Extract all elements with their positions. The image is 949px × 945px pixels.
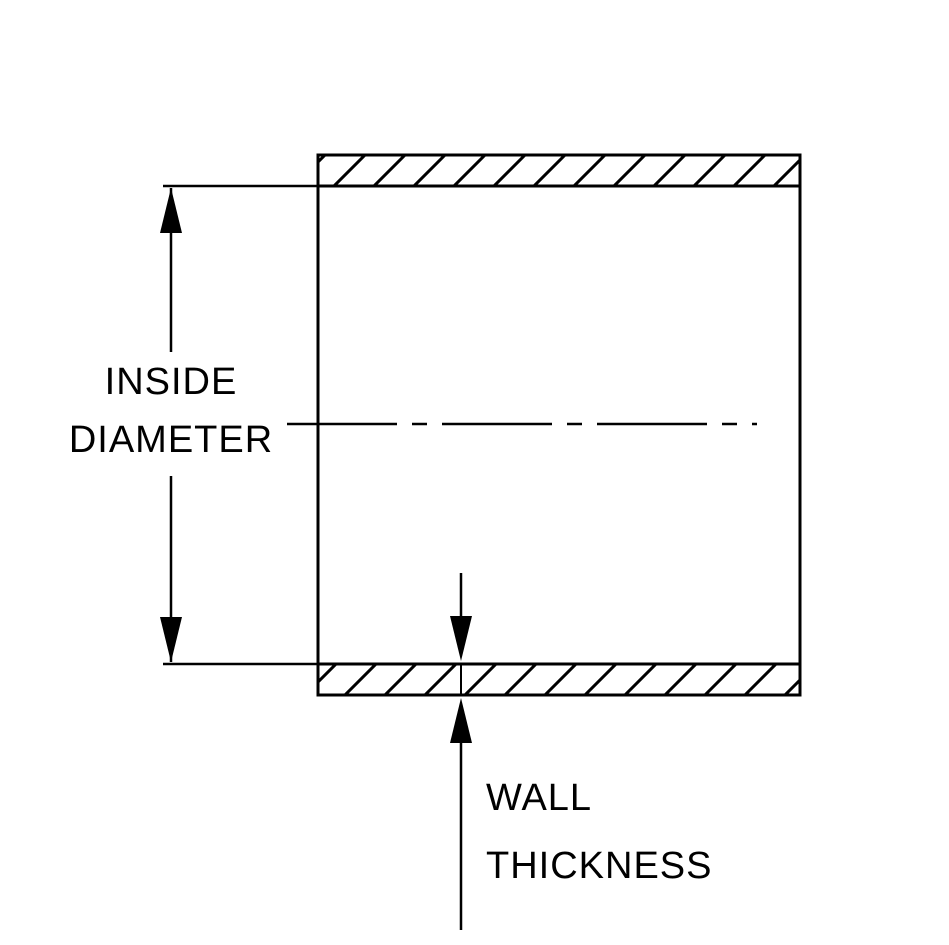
inside-diameter-label-line1: INSIDE [105,361,238,403]
wall-arrow-up-icon [450,698,472,743]
inside-diameter-label-line2: DIAMETER [69,419,273,461]
top-wall-hatch [318,155,800,186]
wall-arrow-down-icon [450,616,472,661]
wall-thickness-label-line2: THICKNESS [486,845,712,887]
wall-thickness-label-line1: WALL [486,777,592,819]
bottom-wall-hatch [318,664,800,695]
arrow-up-icon [160,188,182,233]
arrow-down-icon [160,617,182,662]
